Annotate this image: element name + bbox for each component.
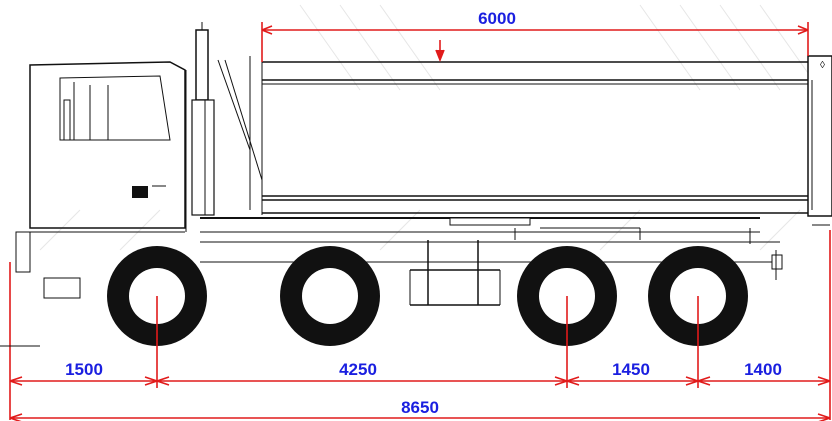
cab [15,61,187,299]
dimension-lines [9,22,831,421]
mirror [63,99,71,141]
lift-mast [191,22,263,216]
dim-body-length: 6000 [478,9,516,28]
door-handle [132,186,148,198]
svg-text:◊: ◊ [820,60,825,71]
background-hatching [39,4,821,251]
dump-body: ◊ [249,55,832,226]
wheel-2 [280,246,380,346]
side-ladder [409,240,501,306]
dim-front-overhang: 1500 [65,360,103,379]
dim-total-length: 8650 [401,398,439,417]
dim-wheelbase-1-2: 4250 [339,360,377,379]
rear-lamp [771,254,783,270]
dim-wheelbase-2-3: 1450 [612,360,650,379]
front-bumper [15,231,31,273]
dim-rear-overhang: 1400 [744,360,782,379]
wheels [107,246,748,346]
step [43,277,81,299]
